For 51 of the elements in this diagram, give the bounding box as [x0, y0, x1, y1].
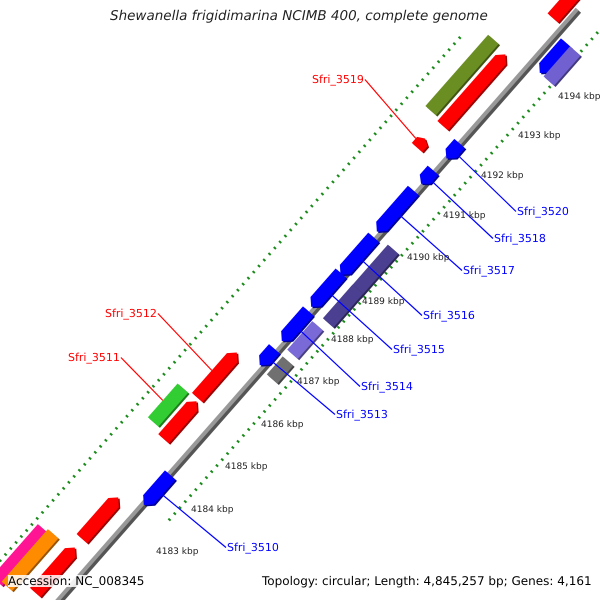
- genome-summary: Topology: circular; Length: 4,845,257 bp; Genes: 4,161: [262, 575, 592, 587]
- gene-label: Sfri_3515: [393, 344, 445, 355]
- gene-label: Sfri_3516: [423, 310, 475, 321]
- gene-bar: [548, 0, 582, 24]
- leader-line: [432, 181, 494, 239]
- gene-bar: [76, 497, 120, 545]
- gene-bar: [544, 46, 582, 87]
- scale-label: 4191 kbp: [443, 212, 486, 221]
- leader-line: [158, 313, 212, 371]
- gene-bar: [437, 54, 508, 132]
- leader-line: [162, 494, 226, 548]
- gene-label: Sfri_3513: [336, 409, 388, 420]
- leader-line: [400, 215, 462, 271]
- gene-label: Sfri_3514: [361, 381, 413, 392]
- scale-label: 4190 kbp: [407, 254, 450, 263]
- gene-label: Sfri_3510: [227, 542, 279, 553]
- leader-line: [272, 361, 336, 415]
- leader-line: [364, 79, 416, 139]
- accession-note: Accession: NC_008345: [8, 575, 144, 587]
- gene-bar: [266, 356, 295, 385]
- scale-label: 4187 kbp: [297, 378, 340, 387]
- gene-label: Sfri_3520: [517, 206, 569, 217]
- leader-line: [300, 330, 360, 387]
- scale-label: 4192 kbp: [481, 172, 524, 181]
- gene-bar: [376, 186, 420, 233]
- gene-label: Sfri_3519: [312, 74, 364, 85]
- title: Shewanella frigidimarina NCIMB 400, complete genome: [110, 10, 488, 24]
- gene-label: Sfri_3512: [105, 308, 157, 319]
- leader-line: [362, 260, 422, 316]
- gene-label: Sfri_3518: [494, 233, 546, 244]
- gene-bar: [143, 470, 177, 506]
- scale-label: 4183 kbp: [156, 548, 198, 557]
- scale-label: 4194 kbp: [558, 93, 600, 102]
- gene-bar: [420, 166, 440, 186]
- gene-label: Sfri_3517: [463, 265, 515, 276]
- leader-line: [120, 357, 164, 401]
- scale-label: 4184 kbp: [191, 506, 234, 515]
- gene-bar: [446, 138, 466, 160]
- gene-bar: [158, 401, 199, 445]
- gene-bar: [192, 352, 239, 404]
- leader-line: [330, 294, 392, 350]
- scale-label: 4193 kbp: [518, 132, 560, 141]
- scale-label: 4188 kbp: [331, 336, 374, 345]
- gene-label: Sfri_3511: [68, 352, 120, 363]
- scale-label: 4189 kbp: [362, 298, 404, 307]
- scale-label: 4185 kbp: [225, 463, 268, 472]
- gene-bar: [412, 136, 430, 154]
- gene-bar: [287, 321, 324, 360]
- gene-bar: [259, 344, 282, 367]
- scale-label: 4186 kbp: [261, 421, 304, 430]
- leader-line: [458, 155, 516, 212]
